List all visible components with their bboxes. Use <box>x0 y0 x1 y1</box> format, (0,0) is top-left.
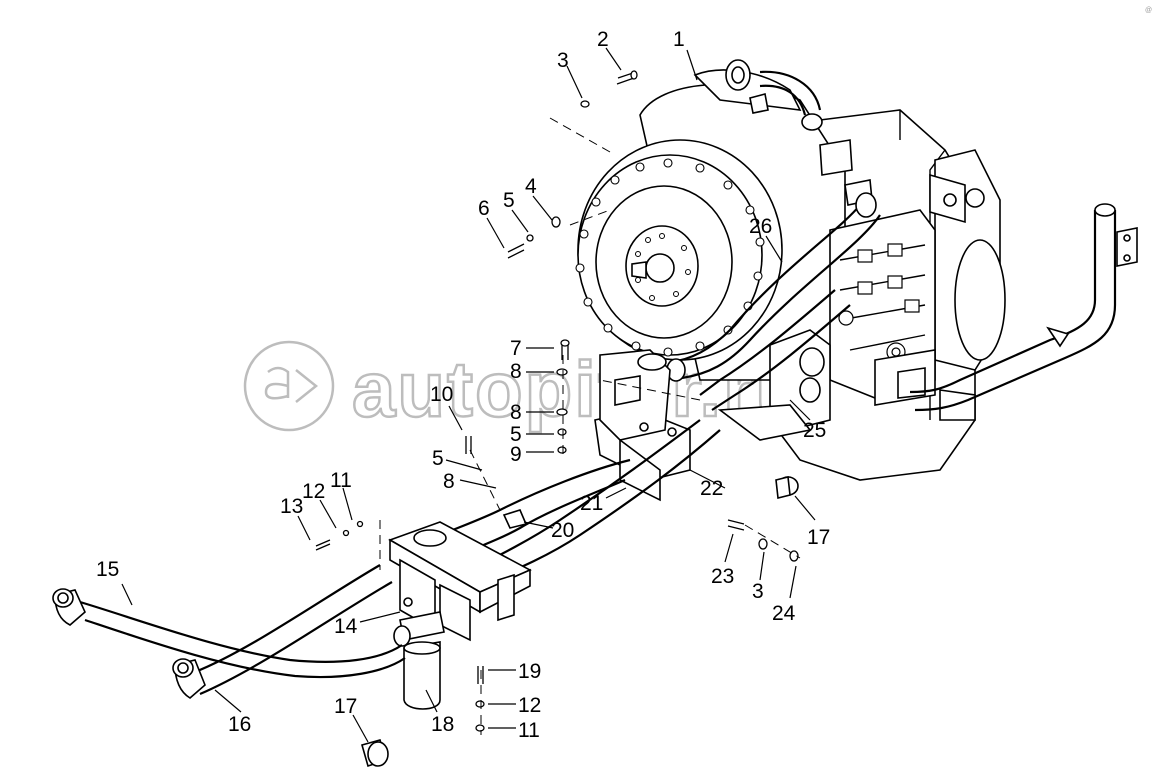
callout-3: 3 <box>752 580 764 603</box>
callout-5: 5 <box>432 447 444 470</box>
callout-13: 13 <box>280 495 303 518</box>
assembly-lines <box>379 117 801 735</box>
callout-26: 26 <box>749 215 772 238</box>
callout-11: 11 <box>330 469 352 492</box>
flywheel-bolt-holes <box>575 158 765 357</box>
callout-3: 3 <box>557 49 569 72</box>
callout-8: 8 <box>443 470 455 493</box>
callout-20: 20 <box>551 519 574 542</box>
callout-4: 4 <box>525 175 537 198</box>
callout-16: 16 <box>228 713 251 736</box>
hose-15 <box>79 600 406 679</box>
hose-26 <box>666 192 881 382</box>
hose-16 <box>194 564 393 696</box>
filter-18 <box>393 611 445 710</box>
callout-24: 24 <box>772 602 796 625</box>
leader-lines <box>121 47 816 743</box>
callout-22: 22 <box>700 477 723 500</box>
transmission-assembly <box>575 59 1006 481</box>
exhaust-pipe <box>909 203 1138 412</box>
plug-17-right <box>775 476 799 499</box>
callout-6: 6 <box>478 197 490 220</box>
hose-25 <box>699 289 851 411</box>
callout-8: 8 <box>510 401 522 424</box>
callout-15: 15 <box>96 558 119 581</box>
callout-5: 5 <box>503 189 515 212</box>
callout-17: 17 <box>334 695 357 718</box>
callout-19: 19 <box>518 660 541 683</box>
callout-25: 25 <box>803 419 826 442</box>
callout-21: 21 <box>580 492 603 515</box>
callout-23: 23 <box>711 565 734 588</box>
callout-18: 18 <box>431 713 454 736</box>
bracket-14 <box>388 521 532 642</box>
corner-mark: @ <box>1145 7 1152 14</box>
callout-9: 9 <box>510 443 522 466</box>
callout-12: 12 <box>302 480 325 503</box>
callout-1: 1 <box>673 28 685 51</box>
plug-17-lower <box>361 739 389 768</box>
callout-8: 8 <box>510 360 522 383</box>
fitting-16-end <box>172 658 206 699</box>
callout-7: 7 <box>510 337 522 360</box>
callout-10: 10 <box>430 383 453 406</box>
callout-17: 17 <box>807 526 830 549</box>
fitting-15-end <box>52 588 86 626</box>
callout-14: 14 <box>334 615 358 638</box>
callouts: 1 2 3 4 5 6 26 7 8 10 8 5 9 5 8 25 22 21… <box>96 28 830 742</box>
callout-5: 5 <box>510 423 522 446</box>
callout-2: 2 <box>597 28 609 51</box>
callout-12: 12 <box>518 694 541 717</box>
callout-11: 11 <box>518 719 540 742</box>
